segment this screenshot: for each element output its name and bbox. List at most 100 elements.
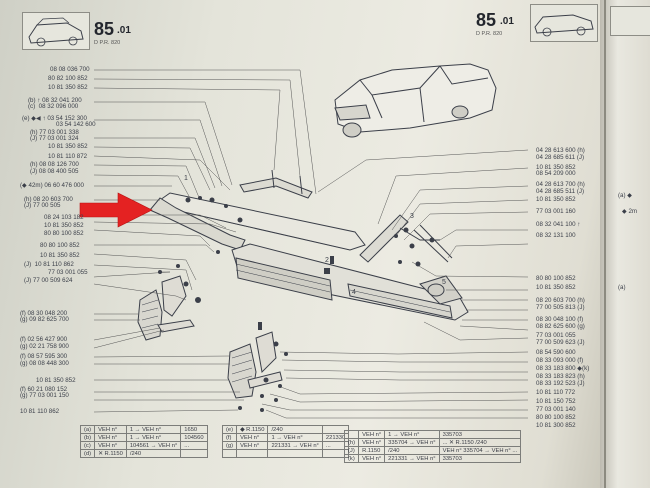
table-cell [267, 449, 323, 458]
part-number-left: 08 24 103 182 [44, 214, 84, 221]
fasteners [158, 196, 435, 412]
table-cell: 1650 [180, 425, 208, 434]
table-cell: VEH n° [236, 441, 269, 450]
part-number-right: 08 33 183 800 ◆(k) [536, 365, 590, 372]
table-row: (h)VEH n°335704 → VEH n°... ✕ R.1150 /24… [343, 438, 522, 447]
part-number-right: 10 81 350 852 [536, 196, 576, 203]
table-cell: 221331 → VEH n° [267, 441, 323, 450]
part-number-left: 10 81 110 872 [48, 153, 88, 160]
part-number-left: (J) 10 81 110 862 [24, 261, 74, 268]
table-cell: VEH n° [358, 430, 386, 439]
part-number-right: 08 20 603 700 (h) [536, 297, 585, 304]
part-number-right: 77 03 001 140 [536, 406, 576, 413]
part-number-left: (J) 77 03 001 324 [30, 135, 79, 142]
table-cell: 1 → VEH n° [384, 430, 440, 439]
part-number-right: 04 28 613 600 (h) [536, 147, 585, 154]
table-cell [236, 449, 269, 458]
table-row: (e)◆ R.1150/240 [221, 425, 350, 434]
part-number-right: 08 33 093 000 (f) [536, 357, 584, 364]
header-thumbnail-far-right [610, 6, 650, 36]
mount-plate-left [161, 275, 187, 317]
part-number-right: 80 80 100 852 [536, 275, 576, 282]
table-cell: (d) [79, 449, 96, 458]
part-number-right: 10 81 150 752 [536, 398, 576, 405]
table-cell: 1 → VEH n° [125, 425, 182, 434]
part-number-left: (h) 08 08 126 700 [30, 161, 79, 168]
header-left-suffix: .01 [117, 25, 131, 36]
part-number-right: 08 30 048 100 (f) [536, 316, 584, 323]
part-number-right: 77 00 505 813 (J) [536, 304, 585, 311]
part-number-left: (g) 02 21 758 900 [20, 343, 69, 350]
table-cell: 221331 → VEH n° [384, 454, 440, 463]
bumper-bracket-upper [239, 177, 313, 199]
part-number-right: 10 81 350 852 [536, 284, 576, 291]
table-cell: (f) [221, 433, 238, 442]
part-number-left: (g) 09 82 625 700 [20, 316, 69, 323]
part-number-right: 10 81 350 852 [536, 164, 576, 171]
bracket-arm-right [359, 214, 409, 263]
table-cell: (c) [79, 441, 96, 450]
stay-rod [413, 224, 453, 263]
part-number-left: 03 54 142 600 [56, 121, 96, 128]
table-cell [343, 430, 360, 439]
part-number-right: 04 28 685 611 (J) [536, 154, 585, 161]
header-right-suffix: .01 [500, 16, 514, 27]
table-cell: R.1150 [358, 446, 386, 455]
table-row: (f)VEH n°1 → VEH n°221330 [221, 433, 350, 442]
table-cell: ◆ R.1150 [236, 425, 269, 434]
table-cell: 104560 [180, 433, 208, 442]
part-number-left: (f) 02 56 427 900 [20, 336, 68, 343]
header-right-number: 85 [476, 10, 497, 30]
table-cell: 335703 [438, 454, 522, 463]
header-thumbnail-left [22, 12, 90, 50]
table-cell: VEH n° [94, 433, 127, 442]
part-number-right: 08 33 192 523 (J) [536, 380, 585, 387]
mount-plate-lower [255, 331, 277, 374]
table-cell: VEH n° [358, 454, 386, 463]
clip-bar [157, 319, 195, 333]
leader-lines-right [261, 149, 529, 419]
part-number-right: 04 28 613 700 (h) [536, 181, 585, 188]
item-marker-3: 3 [410, 213, 414, 220]
part-number-left: (g) 08 08 448 300 [20, 360, 69, 367]
table-cell: /240 [125, 449, 182, 458]
table-cell [221, 449, 238, 458]
overrider-left [137, 289, 163, 341]
far-right-label-2: ◆ 2m [622, 208, 638, 215]
table-cell: 104561 → VEH n° [125, 441, 182, 450]
table-row: (k)VEH n°221331 → VEH n°335703 [343, 454, 522, 463]
table-cell: (b) [79, 433, 96, 442]
header-left-sub: D P.R. 820 [94, 40, 121, 46]
part-number-right: 10 81 110 772 [536, 389, 576, 396]
part-number-left: 10 81 350 852 [48, 143, 88, 150]
item-marker-2: 2 [325, 257, 329, 264]
bumper-light-strip [235, 257, 333, 301]
far-right-label-1: (a) ◆ [618, 192, 633, 199]
table-cell: ... [180, 441, 208, 450]
table-cell [180, 449, 208, 458]
table-row: (c)VEH n°104561 → VEH n°... [79, 441, 208, 450]
part-number-left: (◆ 42m) 06 60 476 000 [20, 182, 84, 189]
table-row: (a)VEH n°1 → VEH n°1650 [79, 425, 208, 434]
table-cell: VEH n° [94, 441, 127, 450]
part-number-right: 77 03 001 160 [536, 208, 576, 215]
part-number-right: 08 54 590 600 [536, 349, 576, 356]
part-number-left: 08 08 036 700 [50, 66, 90, 73]
part-number-right: 04 28 685 511 (J) [536, 188, 585, 195]
item-marker-4: 4 [352, 289, 356, 296]
part-number-left: (J) 77 00 505 [24, 202, 61, 209]
part-number-right: 08 54 209 000 [536, 170, 576, 177]
car-illustration [334, 63, 497, 138]
part-number-left: 77 03 001 055 [48, 269, 88, 276]
reference-table-right: VEH n°1 → VEH n°335703(h)VEH n°335704 → … [343, 430, 522, 463]
part-number-left: (J) 77 00 509 624 [24, 277, 73, 284]
part-number-left: 10 81 350 852 [40, 252, 80, 259]
part-number-left: (f) 60 21 080 152 [20, 386, 68, 393]
part-number-left: 10 81 350 852 [36, 377, 76, 384]
part-number-left: (g) 77 03 001 150 [20, 392, 69, 399]
part-number-left: (h) 08 20 603 700 [24, 196, 73, 203]
far-right-label-3: (a) [618, 284, 626, 291]
